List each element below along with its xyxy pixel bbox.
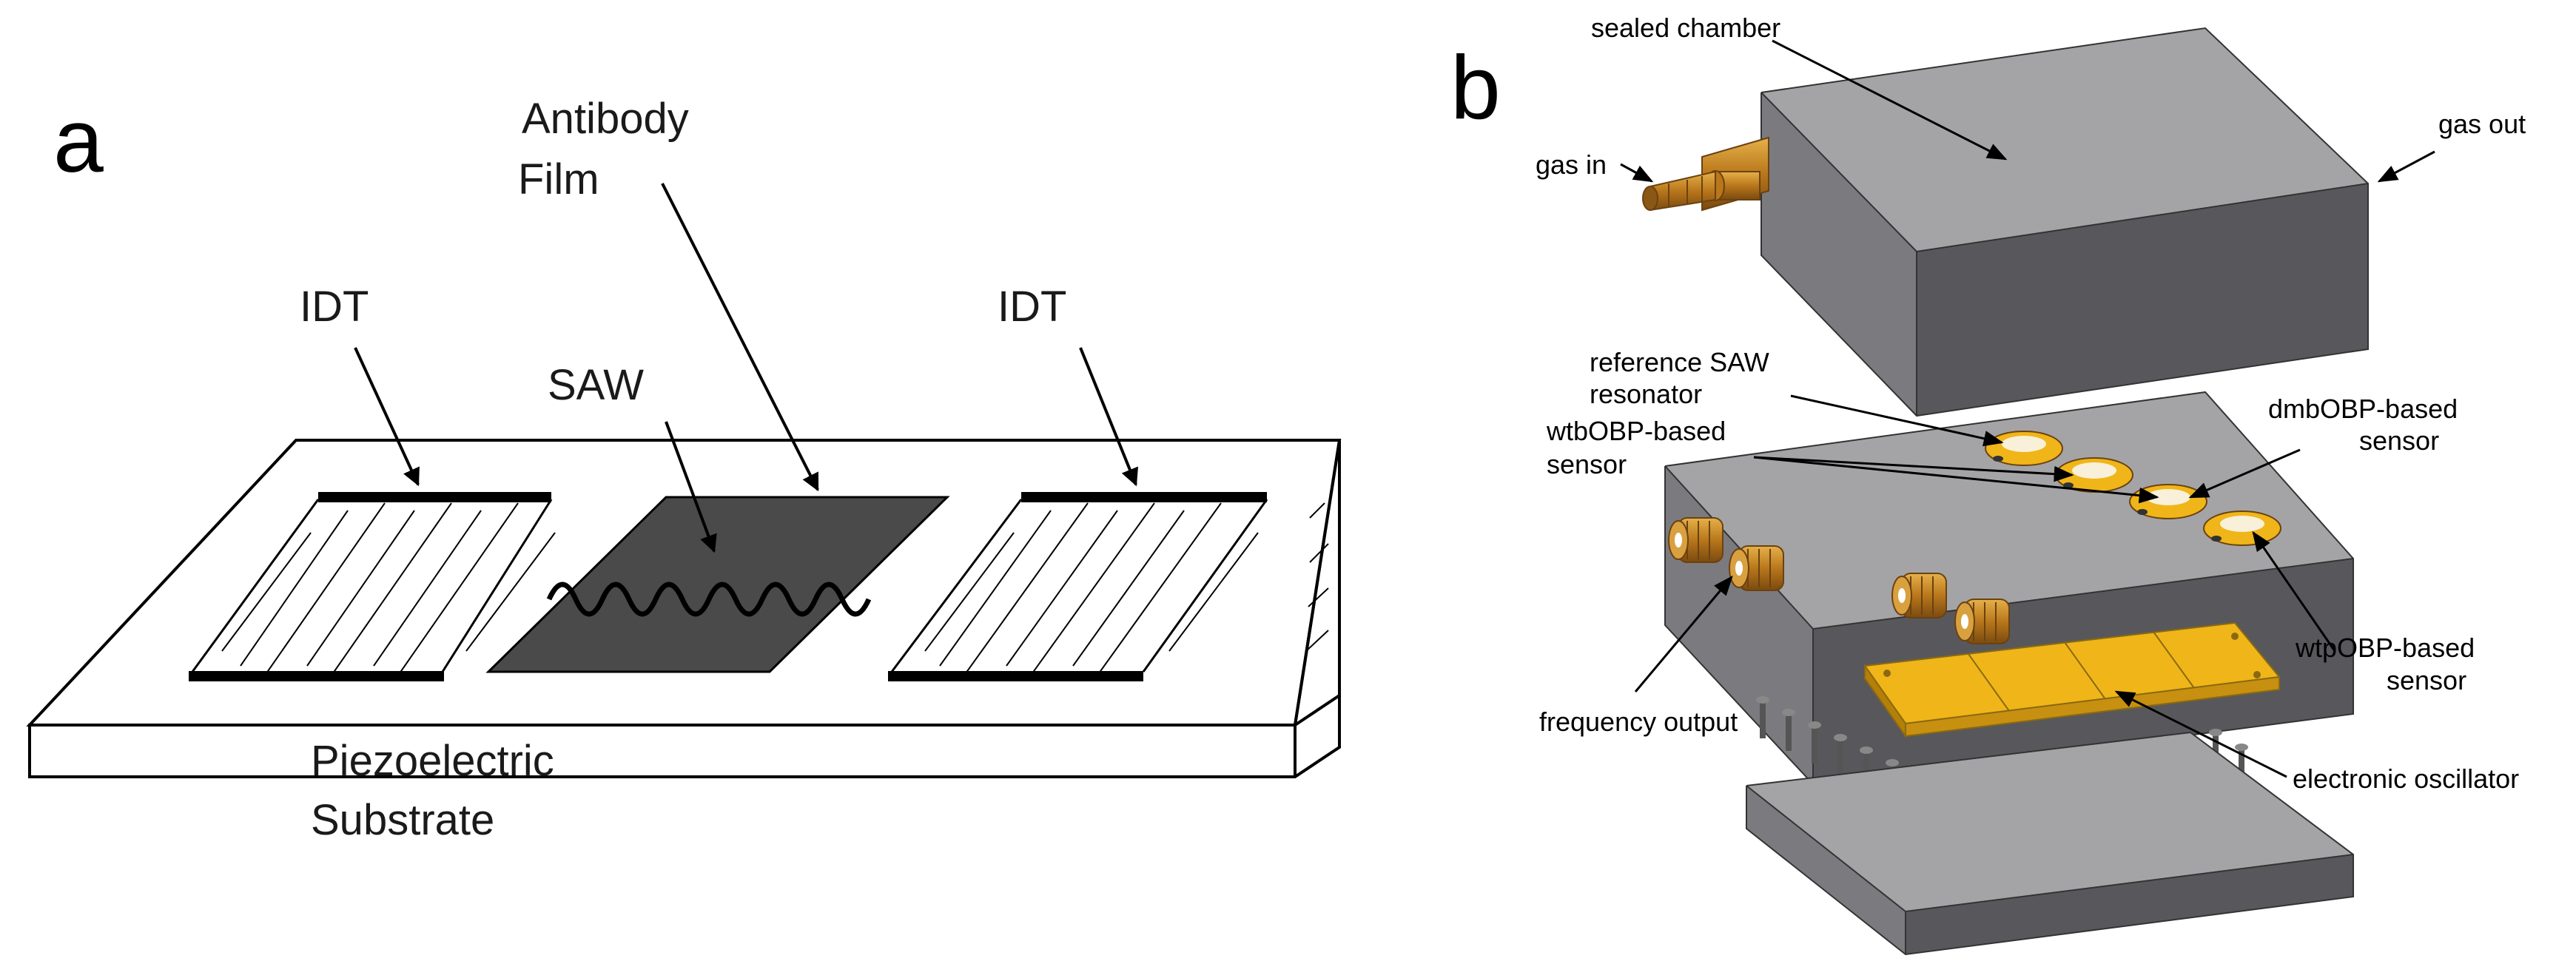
screw bbox=[2235, 744, 2248, 778]
label-sealed-chamber: sealed chamber bbox=[1591, 13, 1780, 43]
label-antibody-line2: Film bbox=[518, 155, 599, 203]
label-wtp-line1: wtpOBP-based bbox=[2295, 633, 2475, 663]
sma-connector bbox=[1954, 599, 2010, 644]
label-idt-left: IDT bbox=[300, 283, 369, 331]
sensor-chip-reference bbox=[1985, 431, 2063, 466]
label-reference-line1: reference SAW bbox=[1590, 347, 1769, 377]
panel-letter-a: a bbox=[53, 90, 104, 191]
sma-connector bbox=[1891, 573, 1947, 618]
screw bbox=[1756, 696, 1769, 738]
sma-connector bbox=[1668, 517, 1724, 563]
screw bbox=[1860, 746, 1873, 789]
label-wtp-line2: sensor bbox=[2387, 665, 2466, 695]
idt-right-electrode bbox=[888, 492, 1268, 681]
label-substrate-line2: Substrate bbox=[311, 796, 494, 844]
panel-a: a bbox=[26, 90, 1342, 844]
sensor-chip-wtb bbox=[2055, 457, 2133, 493]
gas-inlet-fitting bbox=[1642, 136, 1769, 212]
panel-b: b bbox=[1450, 13, 2526, 956]
label-frequency-output: frequency output bbox=[1539, 707, 1738, 737]
frequency-output-connectors bbox=[1668, 517, 2010, 644]
label-wtb-line1: wtbOBP-based bbox=[1546, 416, 1726, 446]
label-substrate-line1: Piezoelectric bbox=[311, 737, 554, 785]
label-dmb-line2: sensor bbox=[2359, 425, 2439, 456]
screw bbox=[1834, 734, 1847, 776]
label-electronic-oscillator: electronic oscillator bbox=[2293, 764, 2519, 794]
label-gas-in: gas in bbox=[1536, 149, 1607, 180]
label-gas-out: gas out bbox=[2438, 109, 2526, 139]
screw bbox=[2209, 729, 2222, 764]
panel-letter-b: b bbox=[1450, 37, 1501, 138]
label-idt-right: IDT bbox=[998, 283, 1066, 331]
panel-b-pointers bbox=[1620, 39, 2435, 778]
screw bbox=[1808, 721, 1821, 764]
label-reference-line2: resonator bbox=[1590, 379, 1702, 409]
screw bbox=[1782, 709, 1795, 751]
label-wtb-line2: sensor bbox=[1547, 449, 1627, 479]
label-antibody-line1: Antibody bbox=[522, 95, 689, 143]
sma-connector bbox=[1729, 545, 1784, 591]
base-plate bbox=[1746, 731, 2354, 956]
label-dmb-line1: dmbOBP-based bbox=[2268, 394, 2458, 424]
panel-a-pointers bbox=[354, 183, 1139, 553]
sensor-chip-dmb bbox=[2129, 484, 2207, 519]
idt-left-electrode bbox=[189, 492, 556, 681]
sensor-chip-wtp bbox=[2203, 510, 2281, 546]
label-saw: SAW bbox=[548, 361, 644, 409]
saw-wave bbox=[546, 582, 872, 617]
sealed-chamber-box bbox=[1761, 27, 2369, 417]
electronic-oscillator-board bbox=[1863, 621, 2281, 739]
